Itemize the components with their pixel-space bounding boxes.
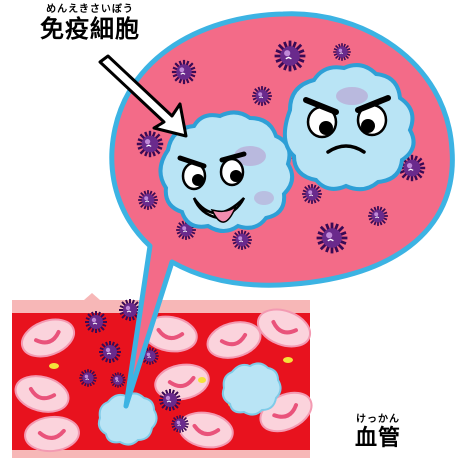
blood-vessel-label: けっかん 血管 bbox=[343, 414, 413, 453]
germ-icon bbox=[252, 86, 272, 106]
blood-vessel-label-text: 血管 bbox=[343, 425, 413, 453]
immune-cell-face-icon bbox=[285, 65, 414, 189]
immune-cell-label-text: 免疫細胞 bbox=[24, 15, 156, 43]
germ-icon bbox=[172, 60, 196, 84]
germ-icon bbox=[232, 230, 252, 250]
germ-icon bbox=[302, 184, 322, 204]
germ-icon bbox=[99, 341, 121, 363]
germ-icon bbox=[137, 131, 163, 157]
blood-vessel bbox=[12, 293, 318, 458]
germ-icon bbox=[333, 43, 351, 61]
blood-vessel-label-ruby: けっかん bbox=[343, 414, 413, 425]
germ-icon bbox=[159, 389, 181, 411]
germ-icon bbox=[317, 223, 348, 254]
germ-icon bbox=[368, 206, 388, 226]
germ-icon bbox=[79, 369, 97, 387]
immune-cell-label: めんえきさいぼう 免疫細胞 bbox=[24, 4, 156, 43]
germ-icon bbox=[171, 415, 189, 433]
germ-icon bbox=[110, 372, 125, 387]
germ-icon bbox=[85, 311, 107, 333]
germ-icon bbox=[138, 190, 158, 210]
germ-icon bbox=[275, 41, 306, 72]
immune-cell-label-ruby: めんえきさいぼう bbox=[24, 4, 156, 15]
